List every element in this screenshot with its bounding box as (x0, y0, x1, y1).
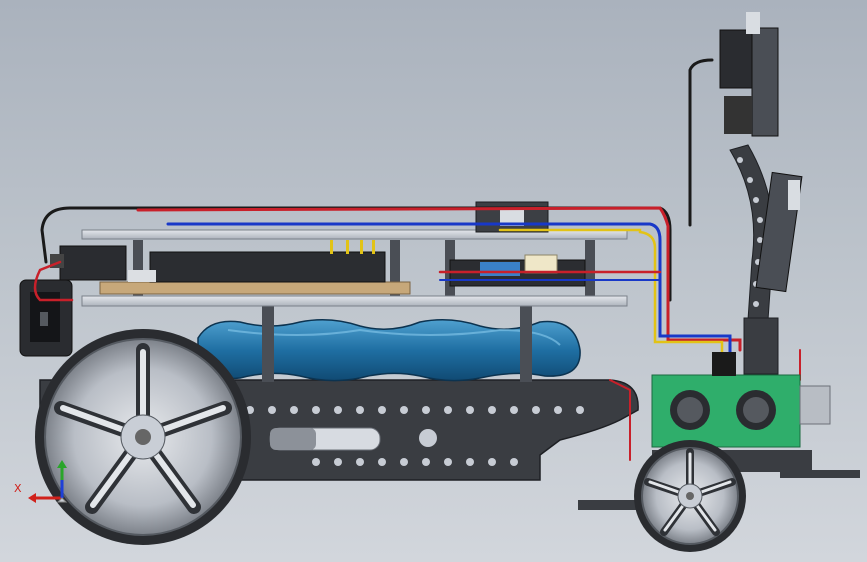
driver-module[interactable] (449, 201, 586, 287)
battery-pack[interactable] (197, 319, 581, 382)
controller-board[interactable] (99, 240, 411, 295)
ultrasonic-sensor[interactable] (651, 352, 860, 478)
power-switch[interactable] (19, 279, 73, 357)
wiring (33, 58, 801, 461)
front-wheel[interactable] (634, 440, 746, 552)
dc-jack[interactable] (50, 245, 127, 281)
lower-deck-plate[interactable] (81, 295, 628, 307)
triad-x-label: X (14, 482, 22, 495)
caster-bracket (578, 500, 638, 510)
orientation-triad (28, 460, 68, 503)
rear-wheel[interactable] (35, 329, 251, 545)
camera-module[interactable] (719, 12, 779, 137)
side-sensor-board[interactable] (755, 171, 803, 293)
triad-x-axis-arrow (28, 493, 62, 503)
upper-deck-plate[interactable] (81, 229, 628, 240)
